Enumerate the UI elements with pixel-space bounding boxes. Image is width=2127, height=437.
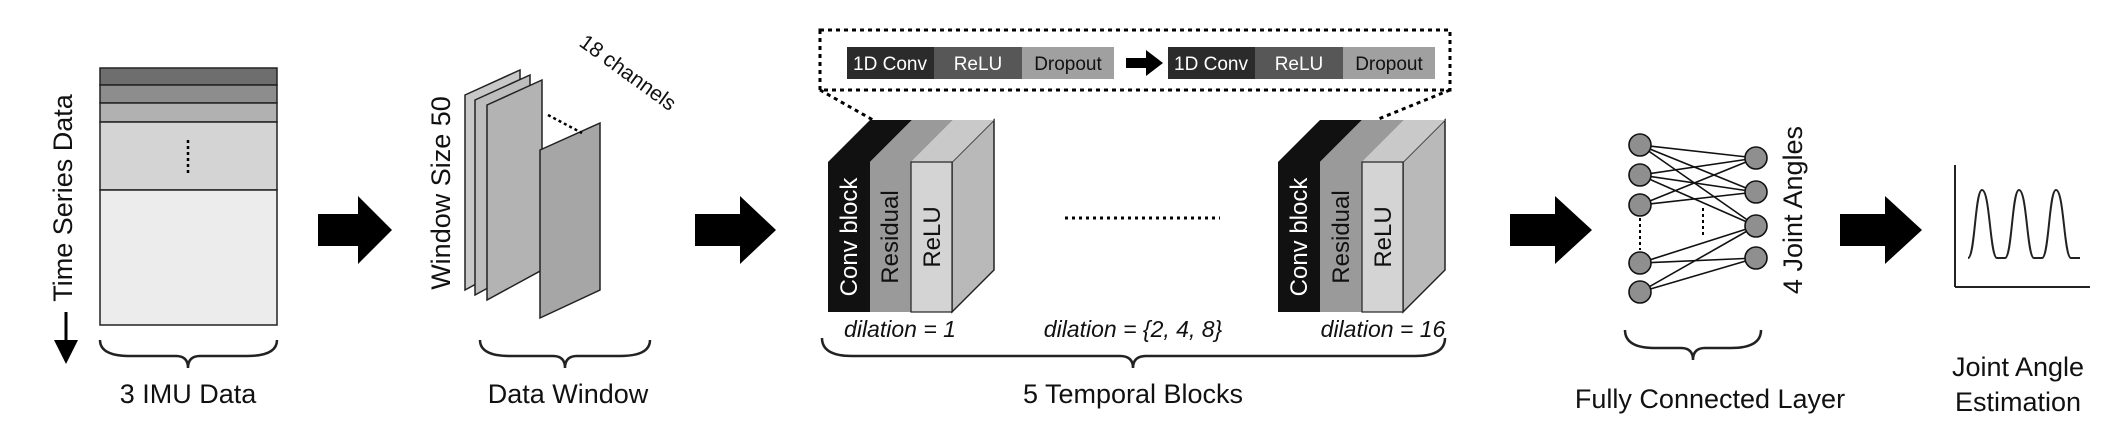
time-series-label: Time Series Data xyxy=(48,93,78,302)
block2-conv-label: Conv block xyxy=(1286,177,1313,297)
fc-caption: Fully Connected Layer xyxy=(1575,384,1845,414)
fc-network xyxy=(1628,133,1768,304)
detail-relu-1: ReLU xyxy=(954,54,1003,75)
block2-dilation: dilation = 16 xyxy=(1321,316,1446,342)
channels-label: 18 channels xyxy=(575,30,680,115)
flow-arrow-1 xyxy=(318,196,392,264)
block1-conv-label: Conv block xyxy=(836,177,863,297)
block-detail-box xyxy=(818,28,1452,92)
block2-relu-label: ReLU xyxy=(1370,206,1397,267)
temporal-block-1: Conv block Residual ReLU xyxy=(828,118,995,314)
detail-relu-2: ReLU xyxy=(1275,54,1324,75)
middle-dilation: dilation = {2, 4, 8} xyxy=(1044,316,1223,342)
detail-arrow xyxy=(1126,50,1163,76)
temporal-block-2: Conv block Residual ReLU xyxy=(1278,118,1446,314)
temporal-brace xyxy=(820,337,1447,369)
block2-residual-label: Residual xyxy=(1328,190,1355,283)
block1-residual-label: Residual xyxy=(877,190,904,283)
output-plot xyxy=(1954,165,2090,288)
window-size-label: Window Size 50 xyxy=(426,96,456,290)
imu-caption: 3 IMU Data xyxy=(120,379,258,409)
block1-dilation: dilation = 1 xyxy=(844,316,956,342)
zoom-line-right xyxy=(1375,88,1451,122)
output-caption-line1: Joint Angle xyxy=(1952,352,2084,382)
joint-angle-waveform xyxy=(1967,188,2080,259)
temporal-caption: 5 Temporal Blocks xyxy=(1023,379,1243,409)
imu-brace xyxy=(98,339,279,369)
flow-arrow-4 xyxy=(1840,196,1922,264)
window-brace xyxy=(478,339,652,369)
detail-sequence-2: 1D Conv ReLU Dropout xyxy=(1168,47,1435,79)
data-window-stack xyxy=(464,68,601,320)
joint-angles-label: 4 Joint Angles xyxy=(1778,126,1808,294)
output-caption-line2: Estimation xyxy=(1955,387,2081,417)
detail-conv-1: 1D Conv xyxy=(853,54,927,75)
detail-sequence-1: 1D Conv ReLU Dropout xyxy=(847,47,1114,79)
fc-brace xyxy=(1623,329,1763,361)
detail-dropout-2: Dropout xyxy=(1355,54,1423,75)
flow-arrow-2 xyxy=(695,196,776,264)
flow-arrow-3 xyxy=(1510,196,1592,264)
zoom-line-left xyxy=(819,88,874,122)
block1-relu-label: ReLU xyxy=(919,206,946,267)
imu-data-stack xyxy=(99,67,278,326)
window-caption: Data Window xyxy=(488,379,649,409)
detail-dropout-1: Dropout xyxy=(1034,54,1102,75)
detail-conv-2: 1D Conv xyxy=(1174,54,1248,75)
